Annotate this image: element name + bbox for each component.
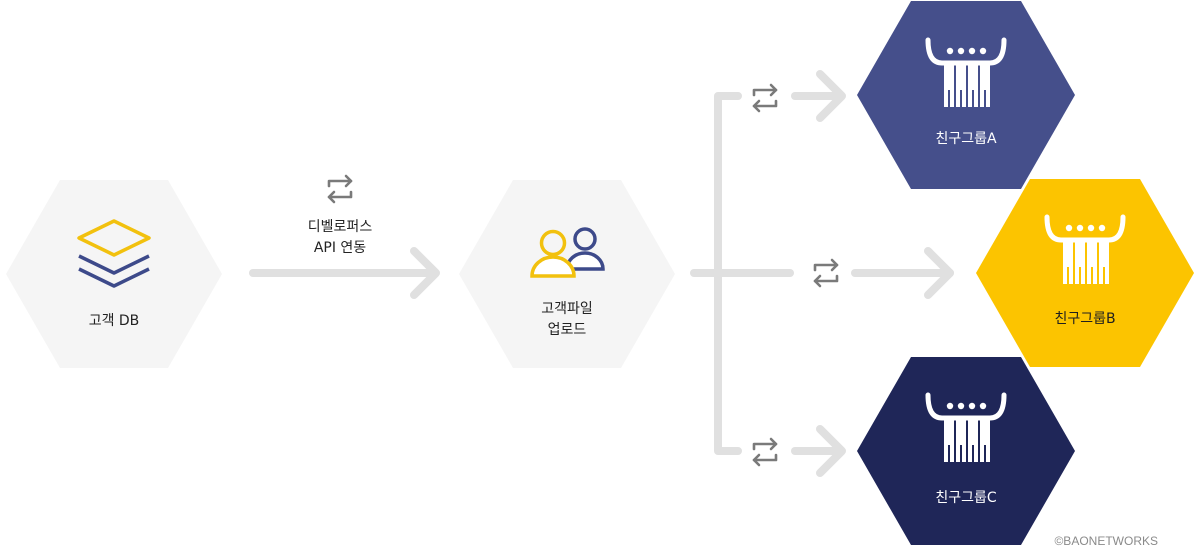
copyright-credit: ©BAONETWORKS xyxy=(1054,534,1158,548)
group-b-label: 친구그룹B xyxy=(1054,311,1116,327)
sync-icon xyxy=(327,174,353,204)
api-arrow xyxy=(249,247,440,299)
customer-db-label: 고객 DB xyxy=(88,313,140,329)
upload-label-line2: 업로드 xyxy=(547,322,587,338)
upload-label-line1: 고객파일 xyxy=(541,301,593,317)
sync-icon xyxy=(752,83,778,113)
users-icon xyxy=(530,227,605,278)
api-connector-line2: API 연동 xyxy=(313,240,367,256)
layers-icon xyxy=(77,219,151,288)
group-a-label: 친구그룹A xyxy=(935,131,997,147)
branch-connector xyxy=(690,70,954,477)
api-connector-line1: 디벨로퍼스 xyxy=(307,219,373,235)
sync-icon xyxy=(752,437,778,467)
sync-icon xyxy=(813,258,839,288)
group-c-label: 친구그룹C xyxy=(935,490,997,506)
api-connector-label: 디벨로퍼스 API 연동 xyxy=(290,217,390,259)
upload-label: 고객파일 업로드 xyxy=(517,299,617,341)
